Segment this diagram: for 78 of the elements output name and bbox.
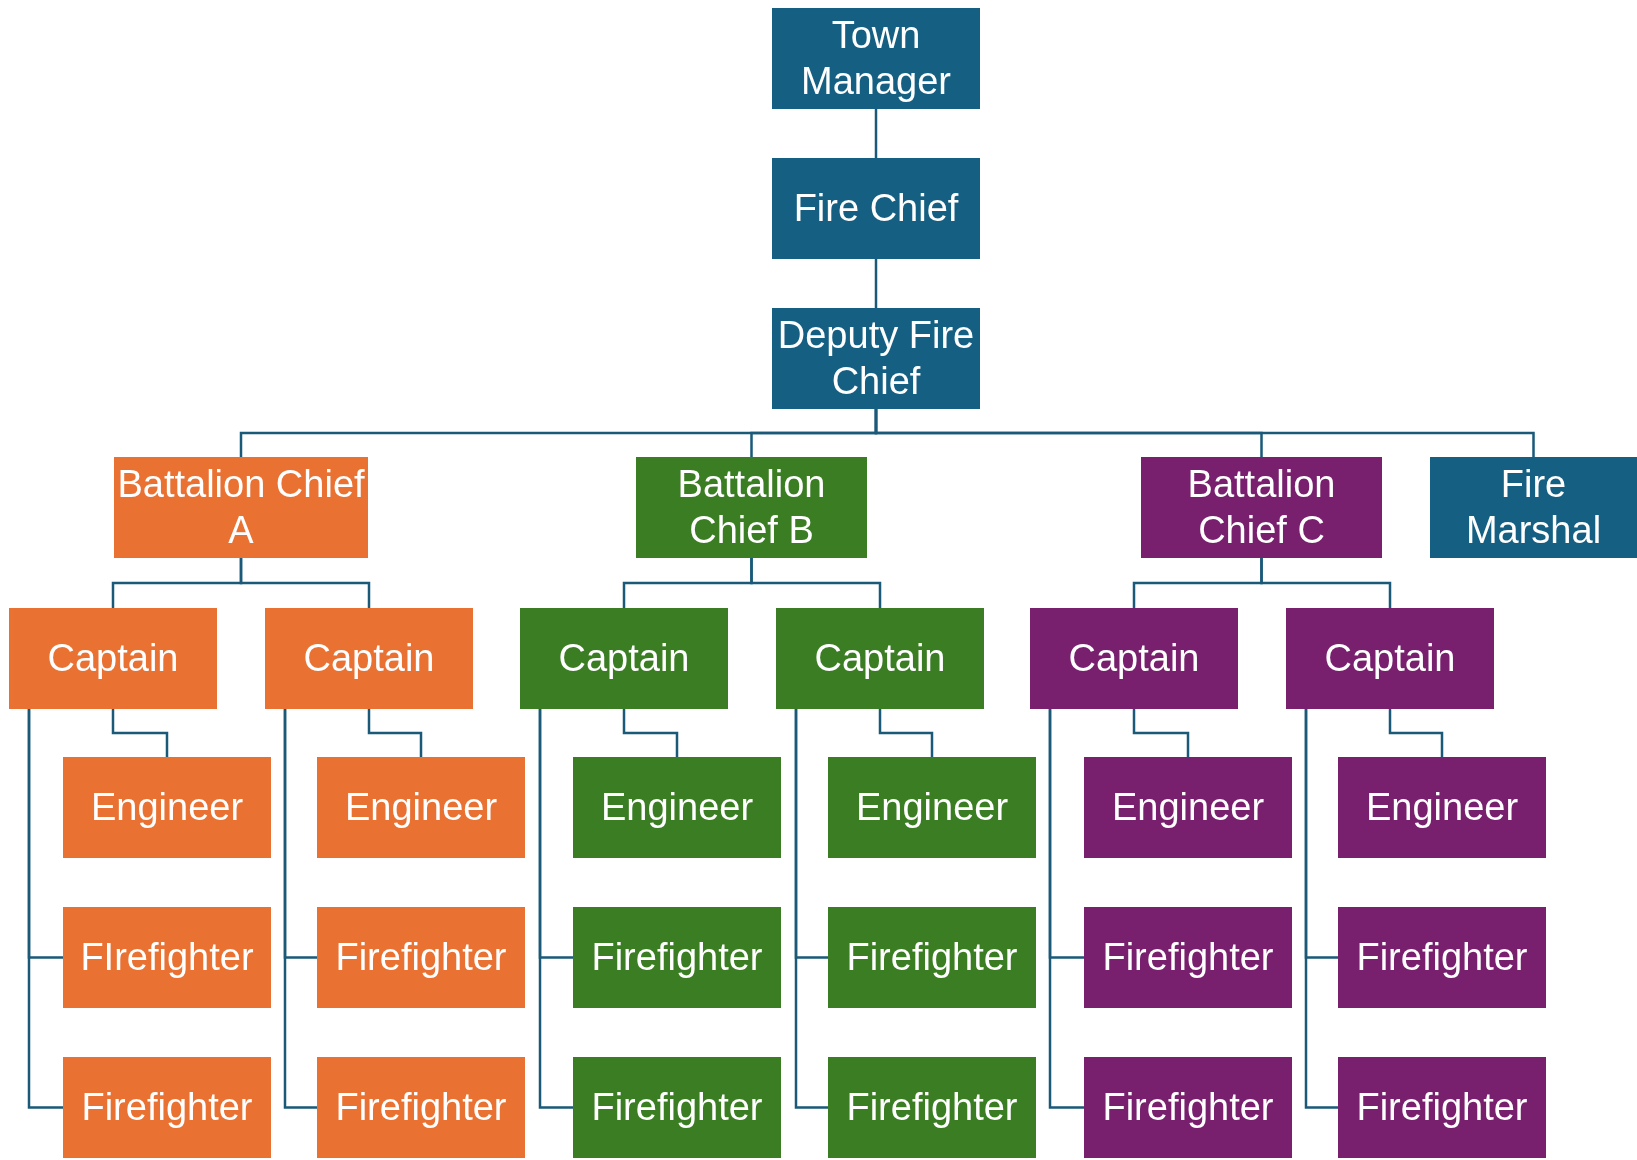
connector-line: [874, 409, 1535, 457]
role-title: Firefighter: [1356, 1084, 1528, 1130]
connector-line: [367, 709, 423, 757]
role-title: Engineer: [1365, 784, 1519, 830]
role-title: Firefighter: [335, 1084, 507, 1130]
role-box: [1338, 757, 1546, 858]
role-title: Captain: [814, 635, 946, 681]
role-title: Engineer: [90, 784, 244, 830]
role-box: [776, 608, 984, 709]
role-title: Fire Marshal: [1464, 461, 1603, 553]
role-box: [9, 608, 217, 709]
role-title: Firefighter: [846, 934, 1018, 980]
role-title: Engineer: [1111, 784, 1265, 830]
connector-line: [622, 709, 679, 757]
role-box: [1338, 907, 1546, 1008]
role-box: [828, 757, 1036, 858]
role-title: Firefighter: [335, 934, 507, 980]
connector-line: [538, 709, 573, 1109]
role-box: [573, 1057, 781, 1158]
role-box: [1430, 457, 1637, 558]
role-box: [265, 608, 473, 709]
role-title: Firefighter: [1102, 1084, 1274, 1130]
connector-line: [1048, 709, 1084, 1109]
role-title: Deputy Fire Chief: [776, 312, 976, 404]
role-title: Engineer: [344, 784, 498, 830]
connector-line: [283, 709, 317, 1109]
role-title: Firefighter: [1356, 934, 1528, 980]
connector-line: [111, 709, 169, 757]
role-title: Firefighter: [1102, 934, 1274, 980]
role-title: Captain: [303, 635, 435, 681]
role-box: [1030, 608, 1238, 709]
role-box: [772, 8, 980, 109]
role-title: Battalion Chief A: [116, 461, 366, 553]
connector-line: [1132, 709, 1190, 757]
role-box: [63, 757, 271, 858]
role-title: Battalion Chief B: [676, 461, 827, 553]
role-box: [772, 158, 980, 259]
role-box: [317, 1057, 525, 1158]
connector-line: [1388, 709, 1444, 757]
role-box: [63, 907, 271, 1008]
role-title: Firefighter: [591, 1084, 763, 1130]
role-title: Captain: [1068, 635, 1200, 681]
role-title: Captain: [47, 635, 179, 681]
role-title: Fire Chief: [793, 185, 959, 231]
role-title: Engineer: [855, 784, 1009, 830]
role-title: Firefighter: [81, 1084, 253, 1130]
role-box: [636, 457, 867, 558]
role-box: [1286, 608, 1494, 709]
role-box: [828, 907, 1036, 1008]
role-box: [317, 757, 525, 858]
role-title: Battalion Chief C: [1186, 461, 1337, 553]
connector-line: [239, 558, 371, 608]
role-title: Engineer: [600, 784, 754, 830]
connector-line: [750, 558, 882, 608]
connector-line: [874, 109, 878, 158]
role-title: FIrefighter: [80, 934, 254, 980]
role-box: [63, 1057, 271, 1158]
connector-line: [794, 709, 828, 1109]
role-title: Firefighter: [591, 934, 763, 980]
role-title: Captain: [1324, 635, 1456, 681]
role-title: Firefighter: [846, 1084, 1018, 1130]
role-title: Town Manager: [800, 12, 952, 104]
role-box: [573, 907, 781, 1008]
role-box: [573, 757, 781, 858]
role-box: [520, 608, 728, 709]
role-box: [1338, 1057, 1546, 1158]
role-box: [317, 907, 525, 1008]
connector-line: [878, 709, 934, 757]
role-title: Captain: [558, 635, 690, 681]
role-box: [1084, 757, 1292, 858]
connector-line: [1304, 709, 1338, 1109]
role-box: [828, 1057, 1036, 1158]
role-box: [1141, 457, 1382, 558]
role-box: [1084, 1057, 1292, 1158]
connector-line: [27, 709, 63, 1109]
connector-line: [874, 259, 878, 308]
role-box: [1084, 907, 1292, 1008]
connector-line: [1260, 558, 1392, 608]
